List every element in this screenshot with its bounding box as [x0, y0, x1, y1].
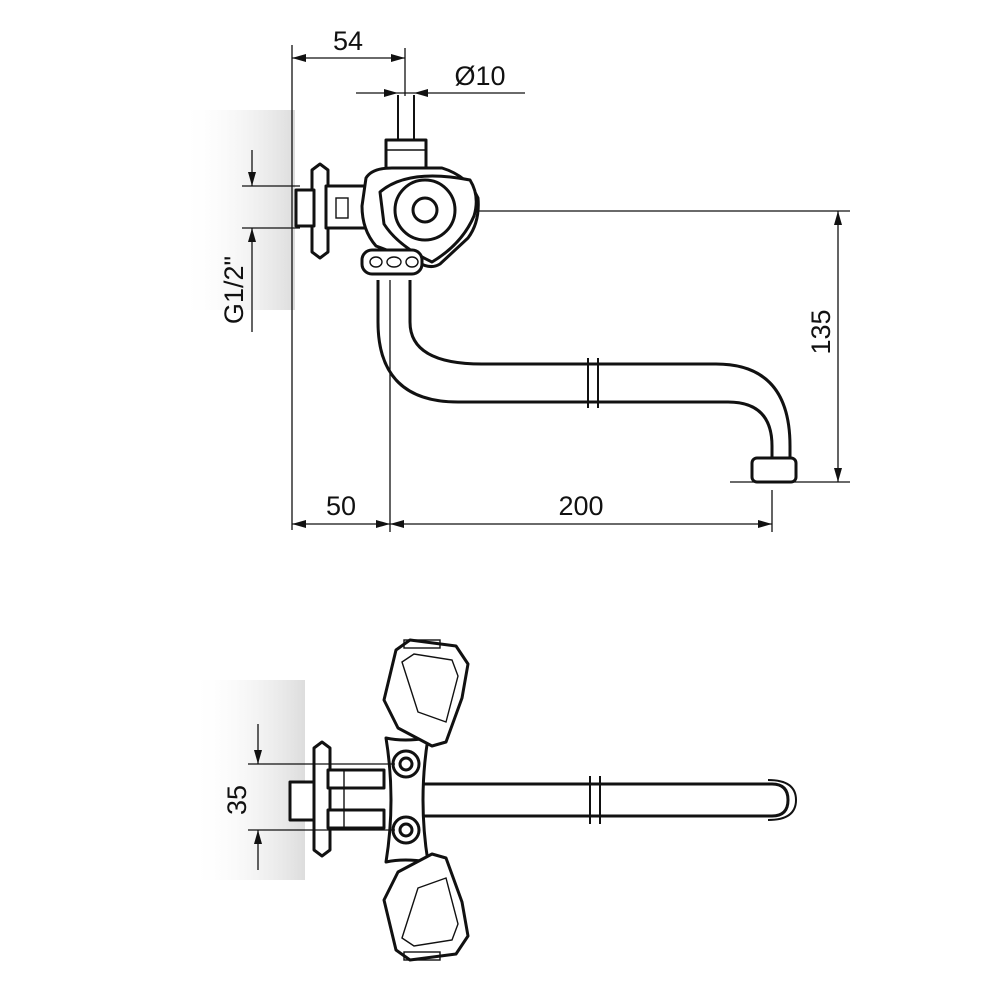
dim-54-label: 54: [333, 26, 363, 56]
wall-shadow-top: [180, 110, 295, 310]
wall-shadow-bottom: [190, 680, 305, 880]
dim-50-label: 50: [326, 491, 356, 521]
dim-g12-arrow-bot: [248, 228, 256, 242]
wall-flange: [310, 162, 330, 260]
dim-50-arrow-left: [292, 520, 306, 528]
dim-135-arrow-bot: [834, 468, 842, 482]
inlet-nut: [294, 188, 316, 228]
swivel-dot-mid: [386, 256, 402, 268]
swivel-nut: [360, 248, 424, 276]
side-view: 54 Ø10 G1/2" 135 50 200: [180, 26, 850, 532]
swivel-dot-left: [369, 256, 383, 268]
top-spout-tip: [767, 779, 798, 821]
dim-d10-arrow-left: [384, 89, 398, 97]
dim-35-arrow-bot: [254, 830, 262, 844]
dim-35-label: 35: [222, 785, 252, 815]
top-inlet-connector-upper: [326, 768, 386, 790]
top-handle-upper-facet: [401, 653, 459, 723]
top-handle-lower-facet: [401, 877, 459, 947]
top-wall-flange: [312, 740, 332, 858]
dim-g12-arrow-top: [248, 172, 256, 186]
top-handle-upper-cap: [403, 639, 441, 649]
top-nut: [384, 138, 428, 172]
top-inlet-connector-lower: [326, 808, 386, 830]
spout-pipe: [376, 280, 792, 464]
dim-200-arrow-right: [758, 520, 772, 528]
dim-50-arrow-right: [376, 520, 390, 528]
dim-d10-arrow-right: [414, 89, 428, 97]
valve-stem-upper-inner: [398, 756, 414, 772]
dim-54-arrow-left: [292, 54, 306, 62]
dim-54-arrow-right: [391, 54, 405, 62]
dim-200-label: 200: [558, 491, 603, 521]
dim-g12-label: G1/2": [219, 256, 249, 324]
valve-stem-lower-inner: [398, 822, 414, 838]
top-inlet-nut: [288, 780, 316, 822]
inlet-connector: [324, 184, 368, 230]
dim-200-arrow-left: [390, 520, 404, 528]
valve-knob-inner: [411, 196, 439, 224]
aerator: [750, 456, 798, 484]
top-spout-pipe: [418, 782, 790, 818]
top-view: 35: [190, 638, 798, 962]
dim-d10-label: Ø10: [454, 61, 505, 91]
dim-135-arrow-top: [834, 211, 842, 225]
dim-35-arrow-top: [254, 750, 262, 764]
swivel-dot-right: [405, 256, 419, 268]
top-handle-lower-cap: [403, 951, 441, 961]
inlet-window: [335, 197, 349, 219]
dim-135-label: 135: [806, 309, 836, 354]
